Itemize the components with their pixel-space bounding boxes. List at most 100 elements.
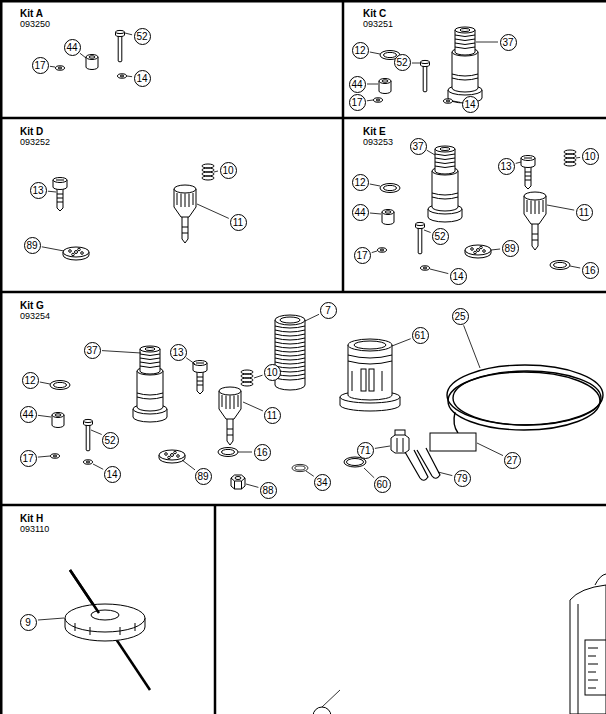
- spring: [564, 150, 576, 166]
- leader-line: [48, 191, 56, 193]
- spring: [241, 370, 253, 386]
- leader-lines: [38, 33, 580, 707]
- frame-line: [0, 504, 606, 507]
- leader-line: [547, 205, 574, 210]
- callout-number: 44: [349, 76, 366, 93]
- frame-line: [0, 0, 606, 3]
- kit-panel: Kit D093252: [0, 118, 351, 292]
- frame-line: [0, 117, 606, 120]
- washer: [550, 261, 570, 270]
- kit-part-number: 093251: [363, 19, 606, 29]
- washer: [378, 248, 387, 252]
- washer: [84, 460, 93, 464]
- kit-panel: Kit H093110: [0, 505, 223, 714]
- washer: [380, 184, 400, 193]
- leader-line: [125, 33, 132, 35]
- screw: [521, 156, 535, 190]
- leader-line: [197, 204, 229, 218]
- disc: [465, 245, 491, 258]
- leader-line: [477, 443, 503, 456]
- kit-part-number: 093252: [20, 137, 351, 147]
- callout-number: 89: [502, 240, 519, 257]
- leader-line: [370, 213, 381, 214]
- parts: [50, 27, 606, 714]
- leader-line: [375, 446, 390, 448]
- callout-number: 7: [320, 302, 337, 319]
- callout-number: 52: [432, 228, 449, 245]
- nut: [231, 475, 245, 489]
- callout-number: 17: [354, 247, 371, 264]
- tag: [430, 433, 476, 451]
- leader-line: [40, 382, 50, 384]
- leader-line: [38, 456, 50, 457]
- washer: [51, 454, 60, 458]
- kit-part-number: 093253: [363, 137, 606, 147]
- fitting: [391, 430, 409, 453]
- kit-title: Kit D: [20, 126, 351, 137]
- callout-cropped: [313, 707, 331, 714]
- leader-line: [91, 430, 102, 435]
- washer: [50, 381, 70, 390]
- pin: [84, 419, 93, 450]
- washer: [218, 448, 238, 457]
- callout-number: 11: [264, 407, 281, 424]
- leader-line: [214, 171, 218, 172]
- callout-number: 13: [498, 158, 515, 175]
- callout-number: 12: [352, 42, 369, 59]
- callout-number: 13: [30, 182, 47, 199]
- frame-line: [0, 0, 3, 714]
- kit-title: Kit C: [363, 8, 606, 19]
- leader-line: [254, 375, 263, 378]
- leader-line: [127, 76, 132, 78]
- callout-number: 34: [314, 474, 331, 491]
- callout-number: 11: [576, 204, 593, 221]
- callout-number: 52: [394, 54, 411, 71]
- callout-number: 12: [22, 372, 39, 389]
- callout-number: 14: [104, 466, 121, 483]
- callout-number: 10: [582, 148, 599, 165]
- callout-number: 17: [349, 94, 366, 111]
- leader-line: [364, 468, 374, 478]
- leader-line: [50, 66, 55, 68]
- threaded-tube: [275, 315, 305, 390]
- callout-number: 88: [260, 482, 277, 499]
- leader-line: [392, 339, 411, 346]
- leader-line: [38, 415, 51, 417]
- leader-line: [238, 452, 252, 453]
- callout-number: 10: [264, 364, 281, 381]
- bushing: [382, 210, 394, 225]
- leader-line: [322, 690, 340, 707]
- callout-number: 14: [462, 96, 479, 113]
- kit-part-number: 093110: [20, 524, 223, 534]
- kit-part-number: 093254: [20, 311, 606, 321]
- leader-line: [516, 162, 521, 163]
- callout-number: 52: [134, 28, 151, 45]
- callout-number: 37: [500, 34, 517, 51]
- washer: [374, 98, 383, 102]
- kit-panel: Kit A093250: [0, 0, 351, 118]
- callout-number: 61: [412, 327, 429, 344]
- washer: [292, 464, 308, 471]
- leader-line: [243, 402, 263, 411]
- leader-line: [42, 247, 64, 251]
- leader-line: [38, 618, 64, 620]
- callout-number: 44: [352, 204, 369, 221]
- callout-number: 13: [170, 344, 187, 361]
- leader-line: [80, 53, 86, 58]
- gauge-cropped: [570, 574, 606, 714]
- leader-line: [370, 184, 380, 186]
- valve-part: [65, 570, 150, 690]
- knob: [174, 185, 196, 243]
- housing: [340, 339, 400, 411]
- pin: [416, 222, 425, 253]
- callout-number: 44: [64, 39, 81, 56]
- leader-line: [102, 351, 141, 353]
- callout-number: 60: [374, 476, 391, 493]
- callout-number: 79: [454, 470, 471, 487]
- kit-part-number: 093250: [20, 19, 351, 29]
- pin: [116, 30, 125, 61]
- kit-title: Kit A: [20, 8, 351, 19]
- o-ring: [344, 457, 366, 467]
- kit-title: Kit G: [20, 300, 606, 311]
- leader-line: [464, 325, 480, 368]
